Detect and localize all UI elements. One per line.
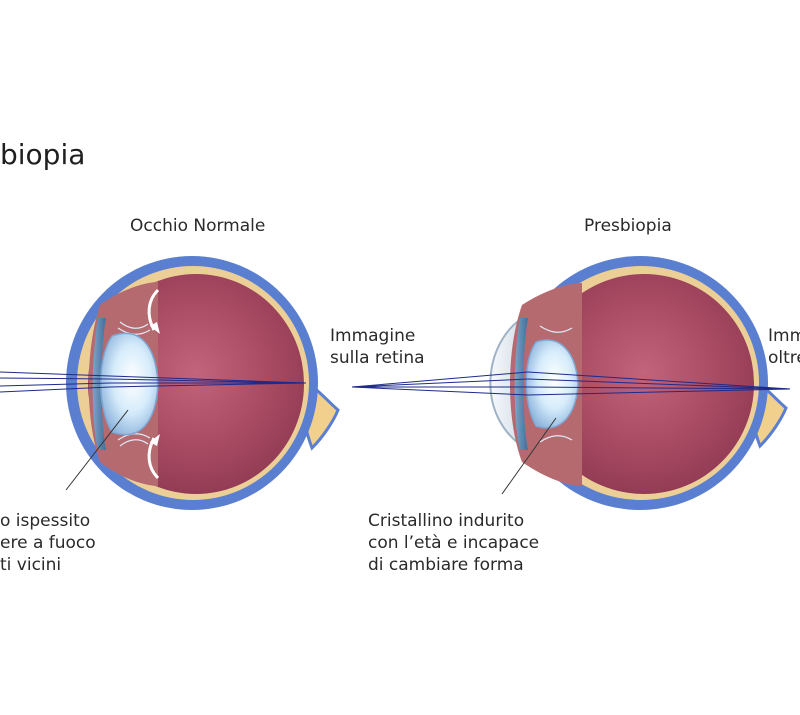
presbyopia-eye xyxy=(351,256,791,510)
iris xyxy=(514,318,528,450)
presbyopia-lens-label-line-2: con l’età e incapace xyxy=(368,533,540,553)
normal-lens-label-line-2: ere a fuoco xyxy=(0,533,96,553)
lens-hardened xyxy=(525,339,579,429)
normal-eye xyxy=(0,256,340,510)
normal-image-label: Immagine sulla retina xyxy=(330,325,425,369)
normal-image-label-line-1: Immagine xyxy=(330,326,416,346)
iris xyxy=(92,318,106,450)
normal-eye-heading: Occhio Normale xyxy=(130,216,266,236)
zonule-fibers xyxy=(539,325,573,443)
lens-thickened xyxy=(100,332,159,436)
presbyopia-heading: Presbiopia xyxy=(584,216,672,236)
normal-lens-label: o ispessito ere a fuoco ti vicini xyxy=(0,510,96,576)
normal-lens-label-line-1: o ispessito xyxy=(0,511,91,531)
presbyopia-lens-label-line-1: Cristallino indurito xyxy=(368,511,525,531)
vitreous-body xyxy=(534,274,754,494)
presbyopia-image-label-line-1: Imm xyxy=(768,326,800,346)
lens-leader-line-normal xyxy=(65,409,129,491)
normal-image-label-line-2: sulla retina xyxy=(330,348,425,368)
accommodation-arrowhead-down xyxy=(150,434,160,446)
light-rays-normal xyxy=(0,371,307,393)
presbyopia-lens-label: Cristallino indurito con l’età e incapac… xyxy=(368,510,539,576)
lens-leader-line-presbyopia xyxy=(501,417,557,495)
light-rays-presbyopia xyxy=(351,371,791,396)
page-title: biopia xyxy=(0,138,86,171)
presbyopia-image-label: Imm oltre xyxy=(768,325,800,369)
normal-lens-label-line-3: ti vicini xyxy=(0,555,62,575)
accommodation-arrowhead-up xyxy=(150,322,160,334)
presbyopia-lens-label-line-3: di cambiare forma xyxy=(368,555,524,575)
presbyopia-image-label-line-2: oltre xyxy=(768,348,800,368)
